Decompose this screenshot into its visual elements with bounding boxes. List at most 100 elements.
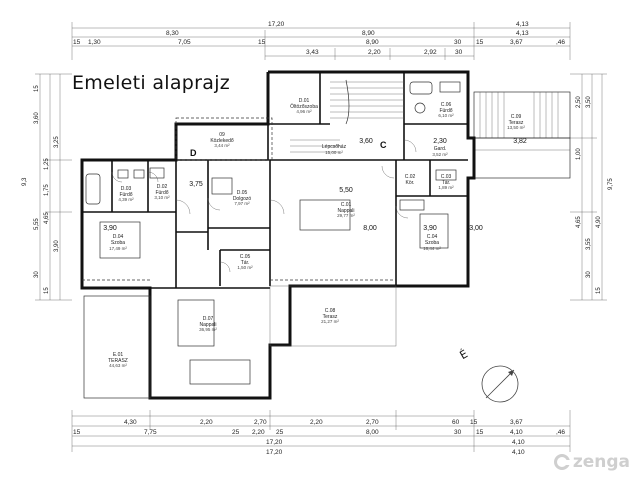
- dim-r-5: 4,90: [596, 216, 602, 228]
- room-name: Fürdő: [119, 192, 132, 198]
- dim-t4-0: 3,43: [306, 49, 319, 56]
- dim-l-6: 4,65: [44, 212, 50, 224]
- room-name: Közlekedő: [210, 138, 234, 144]
- dim-b2-3: 2,20: [252, 429, 265, 436]
- dim-mid-span: 8,90: [362, 30, 375, 37]
- room-code: D.07: [203, 316, 214, 322]
- lower-terrace: [83, 285, 397, 399]
- zenga-watermark: zenga: [553, 452, 630, 472]
- room-area: 7,97 m²: [234, 201, 250, 206]
- dim-b2-1: 7,75: [144, 429, 157, 436]
- dim-b2-8: 4,10: [510, 429, 523, 436]
- dim-l-8: 30: [34, 271, 40, 278]
- dim-l-2: 1,25: [44, 158, 50, 170]
- dim-r-6: 30: [586, 271, 592, 278]
- top-dimension-texts: 17,20 4,13 8,30 8,90 4,13 15 1,30 7,05 1…: [73, 21, 565, 56]
- dim-b1-0: 4,30: [124, 419, 137, 426]
- dim-right-span: 4,13: [516, 30, 529, 37]
- room-area: 6,10 m²: [438, 113, 454, 118]
- dim-l-1: 3,60: [34, 112, 40, 124]
- room-name: Szoba: [425, 240, 439, 246]
- room-code: D.04: [113, 234, 124, 240]
- room-name: Fürdő: [439, 108, 452, 114]
- dim-b3-1: 4,10: [512, 439, 525, 446]
- exterior-walls: [80, 70, 476, 400]
- dim-l-0: 15: [34, 85, 40, 92]
- dim-b4-0: 17,20: [266, 449, 283, 456]
- zenga-logo-icon: [553, 454, 571, 470]
- inner-dim-2: 3,82: [513, 138, 527, 145]
- dim-r-2: 1,00: [576, 148, 582, 160]
- dim-l-4: 3,25: [54, 136, 60, 148]
- room-area: 13,50 m²: [507, 125, 525, 130]
- room-name: Öltözőszoba: [290, 103, 318, 110]
- dim-t3-1: 1,30: [88, 39, 101, 46]
- dim-b1-1: 2,20: [200, 419, 213, 426]
- fixtures: [85, 81, 461, 385]
- dim-b1-4: 2,70: [366, 419, 379, 426]
- room-name: Dolgozó: [233, 196, 252, 202]
- top-dimension-lines: [71, 22, 571, 60]
- room-name: Tár.: [241, 260, 250, 266]
- room-area: 3,44 m²: [214, 143, 230, 148]
- section-marks: D C: [190, 140, 387, 158]
- inner-dim-7: 3,00: [469, 225, 483, 232]
- inner-dim-1: 2,30: [433, 138, 447, 145]
- dim-l-9: 15: [44, 287, 50, 294]
- inner-dim-0: 3,60: [359, 138, 373, 145]
- dim-r-1: 3,50: [586, 96, 592, 108]
- dim-b3-0: 17,20: [266, 439, 283, 446]
- room-area: 4,39 m²: [118, 197, 134, 202]
- room-name: Nappali: [200, 322, 217, 328]
- dim-t3-7: 3,67: [510, 39, 523, 46]
- room-code: E.01: [113, 352, 124, 358]
- dim-t4-2: 2,92: [424, 49, 437, 56]
- section-mark-c: C: [380, 140, 387, 150]
- dim-left-span: 8,30: [166, 30, 179, 37]
- room-name: Terasz: [323, 314, 338, 320]
- dim-t3-3: 15: [258, 39, 266, 46]
- dim-b2-5: 8,00: [366, 429, 379, 436]
- inner-dim-4: 3,90: [103, 225, 117, 232]
- north-arrow: É: [458, 347, 519, 403]
- inner-dimensions: 3,60 2,30 3,82 5,50 3,90 8,00 3,90 3,00 …: [103, 138, 527, 232]
- right-dimension-lines: [570, 73, 607, 301]
- room-name: Gard.: [434, 146, 447, 152]
- room-area: 1,50 m²: [237, 265, 253, 270]
- bottom-dimension-lines: [71, 410, 571, 452]
- dim-t3-5: 30: [454, 39, 462, 46]
- dim-b2-9: ,46: [556, 429, 565, 436]
- room-code: C.09: [511, 114, 522, 120]
- room-code: D.03: [121, 186, 132, 192]
- room-code: 09: [219, 132, 225, 138]
- inner-dim-8: 3,75: [189, 181, 203, 188]
- dim-r-0: 2,50: [576, 96, 582, 108]
- room-area: 21,27 m²: [321, 319, 339, 324]
- staircase: [290, 79, 404, 153]
- section-mark-d: D: [190, 148, 197, 158]
- dim-l-5: 5,55: [34, 218, 40, 230]
- room-name: Kör.: [406, 180, 415, 186]
- dim-t3-0: 15: [73, 39, 81, 46]
- dim-r-7: 15: [596, 287, 602, 294]
- room-area: 29,77 m²: [337, 213, 355, 218]
- dim-b2-0: 15: [73, 429, 81, 436]
- inner-dim-3: 5,50: [339, 187, 353, 194]
- inner-dim-6: 3,90: [423, 225, 437, 232]
- room-code: D.01: [299, 98, 310, 104]
- room-name: TERASZ: [108, 358, 128, 364]
- room-area: 4,96 m²: [296, 109, 312, 114]
- room-code: D.05: [237, 190, 248, 196]
- room-area: 1,89 m²: [438, 185, 454, 190]
- room-area: 16,44 m²: [423, 246, 441, 251]
- room-area: 15,00 m²: [325, 150, 343, 155]
- roof-outline: [82, 117, 396, 281]
- dim-b2-2: 25: [232, 429, 240, 436]
- room-name: Lépcsőház: [322, 144, 347, 150]
- upper-terrace: [473, 91, 571, 179]
- dim-l-7: 3,90: [54, 240, 60, 252]
- dim-b1-2: 2,70: [254, 419, 267, 426]
- left-dimension-texts: 15 3,60 1,25 1,75 3,25 5,55 4,65 3,90 30…: [22, 85, 60, 294]
- right-dimension-texts: 2,50 3,50 1,00 4,65 3,55 4,90 30 15 9,75: [576, 96, 614, 294]
- dim-r-8: 9,75: [608, 178, 614, 190]
